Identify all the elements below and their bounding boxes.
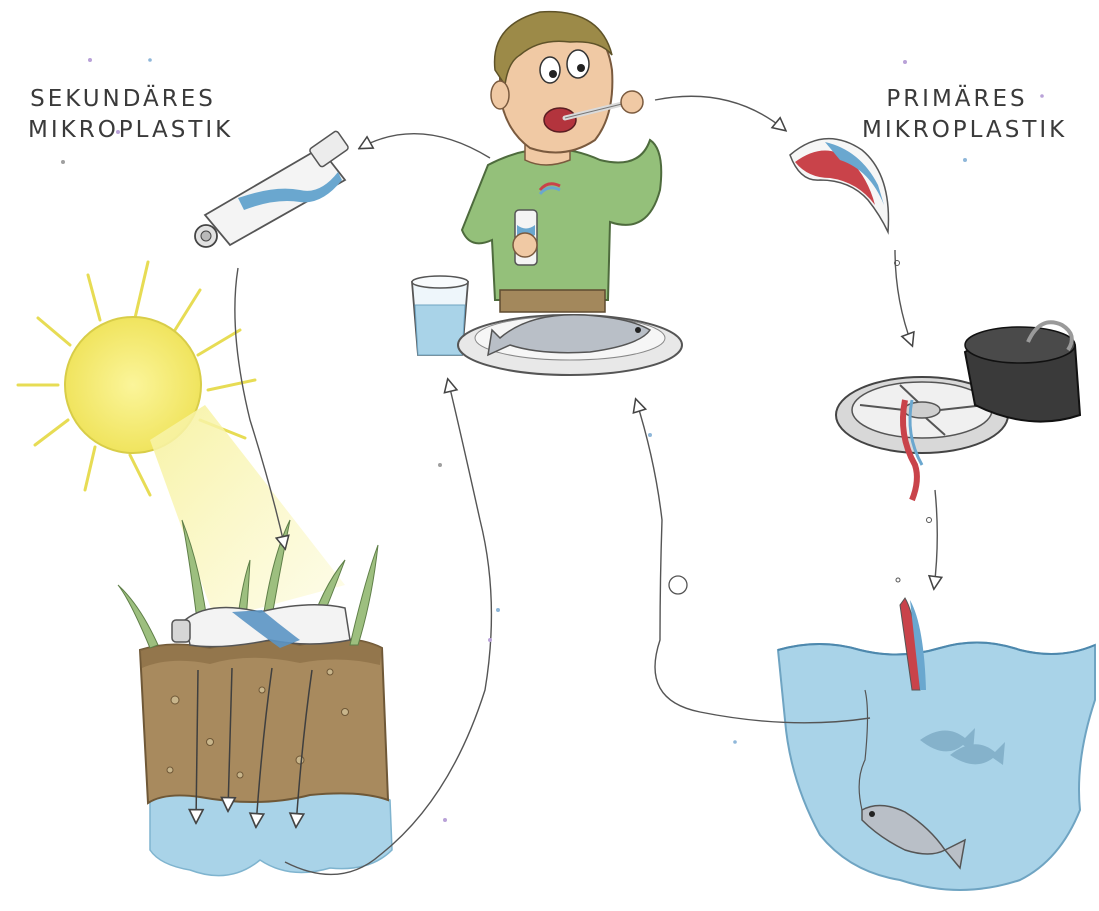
secondary-label-line-1: SEKUNDÄRES [28, 84, 218, 115]
toothpaste-strip [790, 139, 888, 232]
drain-with-plug [836, 322, 1080, 500]
primary-label-line-2: MIKROPLASTIK [862, 115, 1052, 146]
ocean-cutaway [778, 598, 1095, 890]
loop-mark [669, 576, 687, 594]
person-brushing-teeth [462, 12, 661, 312]
primary-label-line-1: PRIMÄRES [862, 84, 1052, 115]
fish-plate [458, 315, 682, 375]
secondary-label-line-2: MIKROPLASTIK [28, 115, 218, 146]
toothpaste-tube [195, 130, 349, 247]
primary-microplastic-label: PRIMÄRES MIKROPLASTIK [862, 84, 1052, 146]
secondary-microplastic-label: SEKUNDÄRES MIKROPLASTIK [28, 84, 218, 146]
